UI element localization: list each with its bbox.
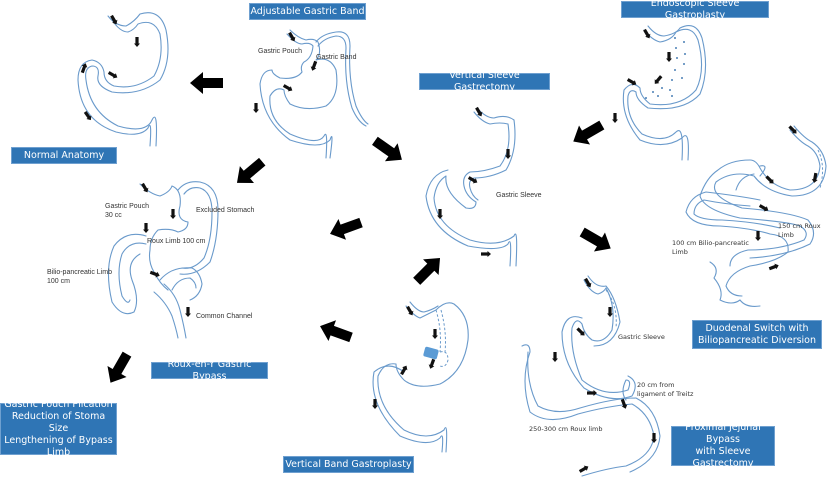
annotation-common-channel: Common Channel bbox=[196, 313, 253, 320]
label-revision-options: Gastric Pouch Plication Reduction of Sto… bbox=[0, 399, 117, 458]
arrow-band-to-sleeve bbox=[368, 131, 409, 169]
annotation-roux-limb: Roux Limb 100 cm bbox=[147, 238, 206, 245]
label-vertical-sleeve-gastrectomy: Vertical Sleeve Gastrectomy bbox=[419, 70, 550, 93]
suture-dots bbox=[645, 37, 686, 99]
annotation-excluded-stomach: Excluded Stomach bbox=[196, 207, 255, 214]
duodenal-switch-illustration bbox=[685, 124, 827, 307]
band-icon bbox=[423, 346, 439, 360]
annotation-ds-roux-limb: 150 cm Roux Limb bbox=[778, 222, 821, 239]
normal-anatomy-illustration bbox=[77, 12, 169, 147]
arrow-sleeve-to-ds bbox=[576, 222, 617, 259]
roux-en-y-illustration bbox=[107, 181, 219, 339]
annotation-gastric-sleeve: Gastric Sleeve bbox=[496, 192, 542, 199]
arrow-vbg-to-sleeve bbox=[408, 250, 448, 290]
endoscopic-sleeve-illustration bbox=[612, 25, 707, 161]
label-endoscopic-sleeve-gastroplasty: Endoscopic Sleeve Gastroplasty bbox=[621, 0, 769, 21]
proximal-jejunal-bypass-illustration bbox=[521, 275, 661, 477]
arrow-vbg-to-rygb bbox=[316, 315, 355, 348]
annotation-bp-limb: Bilio-pancreatic Limb 100 cm bbox=[47, 269, 112, 285]
label-roux-en-y-gastric-bypass: Roux-en-Y Gastric Bypass bbox=[151, 359, 268, 382]
annotation-gastric-pouch: Gastric Pouch bbox=[258, 48, 302, 55]
arrow-sleeve-to-rygb bbox=[326, 212, 365, 245]
annotation-gastric-pouch-30cc: Gastric Pouch 30 cc bbox=[105, 203, 149, 219]
arrow-rygb-to-revision bbox=[100, 348, 137, 389]
label-normal-anatomy: Normal Anatomy bbox=[11, 147, 117, 164]
adjustable-gastric-band-illustration bbox=[253, 29, 369, 159]
vertical-sleeve-illustration bbox=[425, 106, 518, 267]
vertical-band-gastroplasty-illustration bbox=[372, 301, 469, 453]
label-proximal-jejunal-bypass: Proximal Jejunal Bypass with Sleeve Gast… bbox=[671, 422, 775, 469]
annotation-roux-limb-length: 250-300 cm Roux limb bbox=[529, 425, 603, 433]
arrow-esg-to-sleeve bbox=[567, 115, 608, 152]
label-adjustable-gastric-band: Adjustable Gastric Band bbox=[249, 3, 366, 20]
annotation-gastric-band: Gastric Band bbox=[316, 54, 357, 61]
annotation-ligament-of-treitz: 20 cm from ligament of Treitz bbox=[637, 381, 694, 398]
flow-arrow bbox=[552, 277, 657, 475]
arrow-band-to-rygb bbox=[229, 153, 270, 192]
label-duodenal-switch: Duodenal Switch with Biliopancreatic Div… bbox=[692, 320, 822, 349]
annotation-pjb-gastric-sleeve: Gastric Sleeve bbox=[618, 333, 665, 341]
label-vertical-band-gastroplasty: Vertical Band Gastroplasty bbox=[283, 456, 414, 473]
annotation-ds-bp-limb: 100 cm Bilio-pancreatic Limb bbox=[672, 239, 750, 256]
arrow-band-to-normal bbox=[190, 72, 223, 94]
